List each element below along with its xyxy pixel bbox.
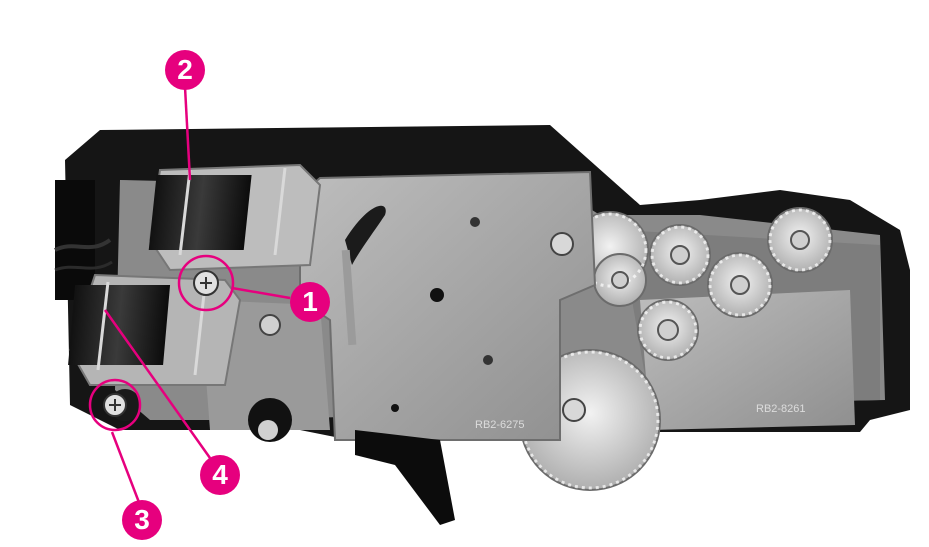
callout-1: 1	[290, 282, 330, 322]
callout-2: 2	[165, 50, 205, 90]
stamp-left-plate: RB2-6275	[475, 419, 525, 431]
black-lever	[355, 430, 455, 525]
upper-solenoid	[148, 163, 322, 272]
callout-4: 4	[200, 455, 240, 495]
callout-3: 3	[122, 500, 162, 540]
stamp-right-plate: RB2-8261	[756, 403, 806, 415]
lower-solenoid	[68, 273, 242, 421]
center-plate	[299, 170, 597, 441]
